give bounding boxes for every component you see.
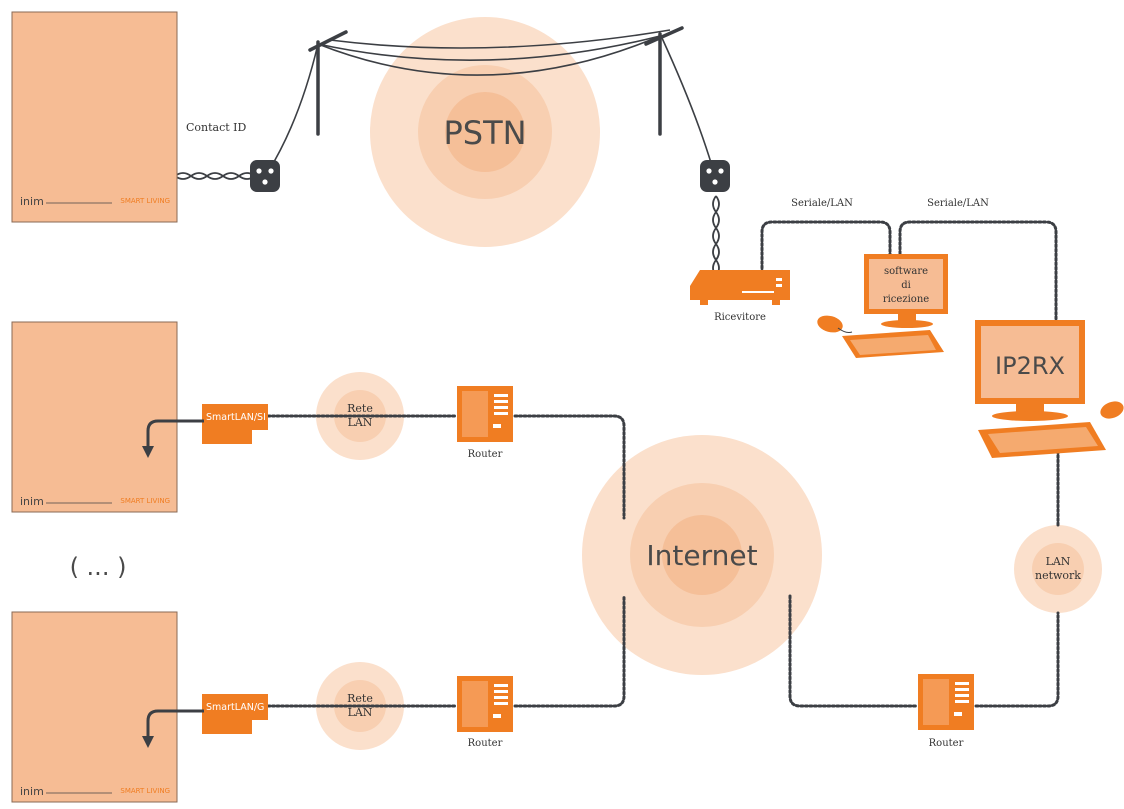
panel-brand: inim <box>20 785 44 798</box>
contact-id-label: Contact ID <box>186 121 247 134</box>
phone-socket-icon <box>250 160 280 192</box>
panel-product: SMART LIVING <box>120 497 170 505</box>
keyboard-icon <box>842 330 944 358</box>
router-3: Router <box>918 674 974 749</box>
panel-brand: inim <box>20 495 44 508</box>
receiver-label: Ricevitore <box>714 312 766 323</box>
software-line1: software <box>884 266 928 277</box>
software-pc: software di ricezione <box>817 254 948 358</box>
serial-lan-label-1: Seriale/LAN <box>791 198 853 209</box>
alarm-panel-1: inim SMART LIVING <box>11 11 178 223</box>
router-label: Router <box>468 738 503 749</box>
phone-socket-icon <box>700 160 730 192</box>
mouse-icon <box>1100 401 1124 419</box>
keyboard-icon <box>978 422 1106 458</box>
telephone-wires <box>267 29 713 173</box>
ip2rx-pc: IP2RX <box>975 320 1124 458</box>
smartlan-si-module: SmartLAN/SI <box>142 404 268 458</box>
smartlan-si-label: SmartLAN/SI <box>206 412 266 423</box>
smartlan-g-module: SmartLAN/G <box>142 694 268 748</box>
internet-cloud: Internet <box>582 435 822 675</box>
server-icon <box>457 386 513 442</box>
smartlan-g-label: SmartLAN/G <box>206 702 264 713</box>
lan-network-cloud: LAN network <box>1014 525 1102 613</box>
receiver: Ricevitore <box>690 270 790 323</box>
lan-network-line1: LAN <box>1046 555 1071 568</box>
server-icon <box>457 676 513 732</box>
ellipsis-label: ( ... ) <box>70 553 127 581</box>
panel-brand: inim <box>20 195 44 208</box>
rete-lan-2-line1: Rete <box>347 692 373 705</box>
alarm-panel-2: inim SMART LIVING <box>11 321 178 513</box>
software-line3: ricezione <box>883 294 929 305</box>
rete-lan-1-line1: Rete <box>347 402 373 415</box>
router-2: Router <box>457 676 513 749</box>
software-line2: di <box>901 280 911 291</box>
router-label: Router <box>929 738 964 749</box>
panel-product: SMART LIVING <box>120 787 170 795</box>
arrow-down-icon <box>142 446 154 458</box>
rete-lan-2-line2: LAN <box>348 706 373 719</box>
twisted-cord <box>174 172 256 180</box>
network-cables <box>266 220 1060 708</box>
arrow-down-icon <box>142 736 154 748</box>
utility-pole-icon <box>644 26 684 136</box>
receiver-icon <box>690 270 790 305</box>
twisted-cord-vertical <box>712 195 720 277</box>
lan-network-line2: network <box>1035 569 1081 582</box>
utility-pole-icon <box>308 30 348 136</box>
pstn-cloud: PSTN <box>370 17 600 247</box>
serial-lan-label-2: Seriale/LAN <box>927 198 989 209</box>
rete-lan-1-line2: LAN <box>348 416 373 429</box>
computer-icon <box>864 254 948 328</box>
router-label: Router <box>468 449 503 460</box>
ip2rx-label: IP2RX <box>995 352 1065 380</box>
computer-icon <box>975 320 1085 421</box>
router-1: Router <box>457 386 513 460</box>
server-icon <box>918 674 974 730</box>
pstn-label: PSTN <box>443 114 526 152</box>
internet-label: Internet <box>646 539 757 572</box>
panel-product: SMART LIVING <box>120 197 170 205</box>
mouse-icon <box>817 315 853 333</box>
alarm-panel-3: inim SMART LIVING <box>11 611 178 803</box>
